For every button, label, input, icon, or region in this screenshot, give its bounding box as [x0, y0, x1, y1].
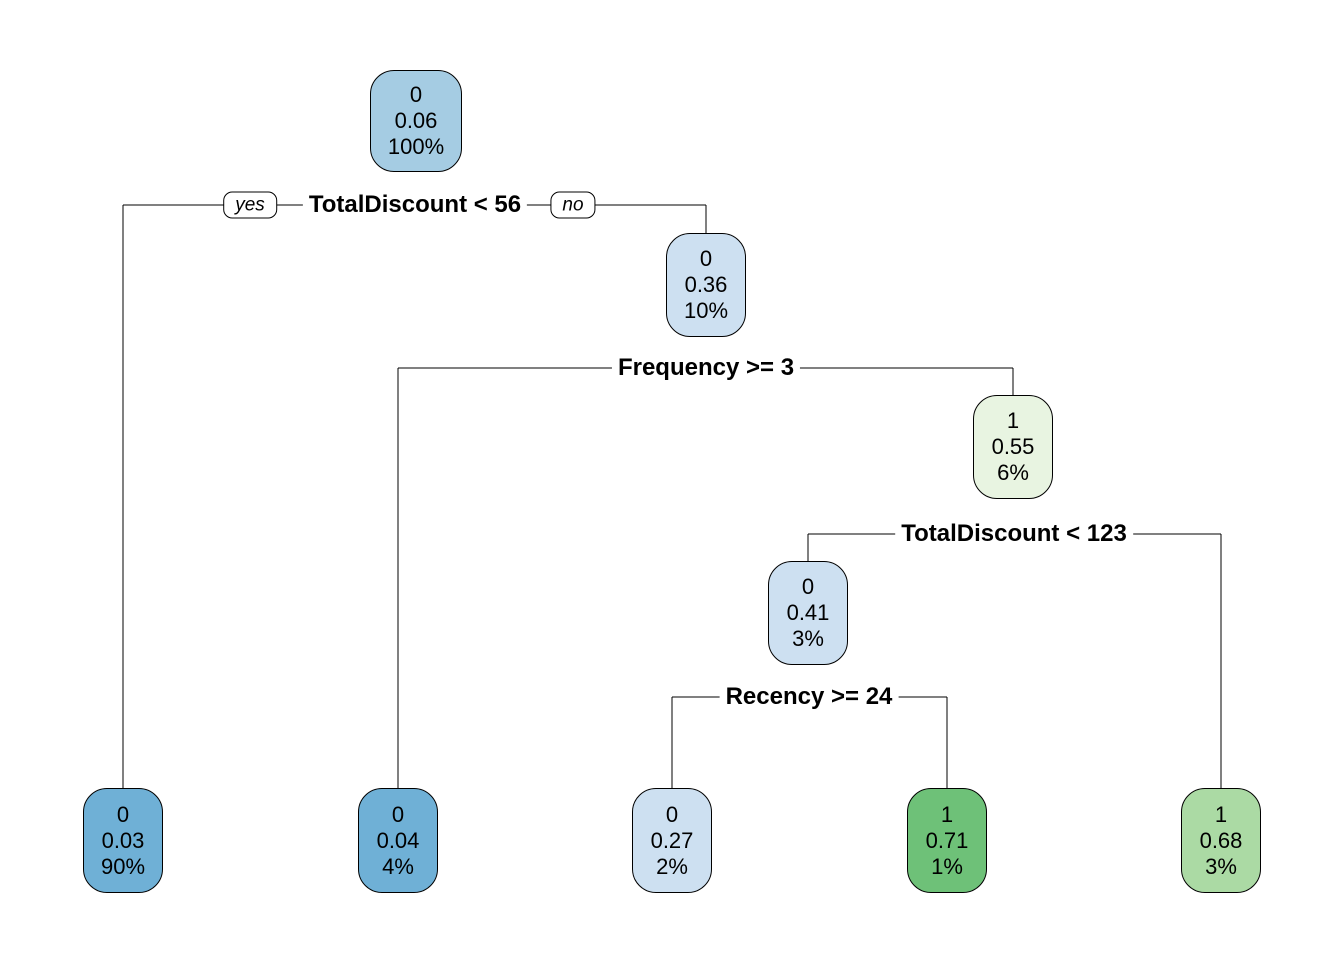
- node-percent: 100%: [387, 134, 445, 159]
- node-percent: 10%: [683, 298, 729, 323]
- node-class-label: 0: [116, 801, 130, 827]
- tree-node-discount56-no: 0 0.36 10%: [666, 233, 746, 337]
- tree-node-root: 0 0.06 100%: [370, 70, 462, 172]
- branch-label-yes: yes: [223, 191, 277, 219]
- node-probability: 0.71: [925, 827, 969, 853]
- tree-node-leaf-recency24-no: 1 0.71 1%: [907, 788, 987, 893]
- node-class-label: 1: [1006, 408, 1020, 433]
- node-probability: 0.68: [1199, 827, 1243, 853]
- split-label-total-discount-56: TotalDiscount < 56: [302, 190, 528, 220]
- split-label-total-discount-123: TotalDiscount < 123: [895, 519, 1133, 549]
- tree-node-discount123-yes: 0 0.41 3%: [768, 561, 848, 665]
- split-label-recency-24: Recency >= 24: [719, 682, 899, 712]
- node-probability: 0.55: [991, 434, 1035, 459]
- tree-node-leaf-discount56-yes: 0 0.03 90%: [83, 788, 163, 893]
- tree-node-frequency3-no: 1 0.55 6%: [973, 395, 1053, 499]
- tree-node-leaf-discount123-no: 1 0.68 3%: [1181, 788, 1261, 893]
- node-class-label: 1: [940, 801, 954, 827]
- branch-label-no: no: [550, 191, 596, 219]
- split-label-frequency-3: Frequency >= 3: [611, 353, 801, 383]
- node-percent: 2%: [656, 853, 688, 879]
- tree-node-leaf-recency24-yes: 0 0.27 2%: [632, 788, 712, 893]
- node-class-label: 1: [1214, 801, 1228, 827]
- node-probability: 0.03: [101, 827, 145, 853]
- node-probability: 0.04: [376, 827, 420, 853]
- node-percent: 3%: [1205, 853, 1237, 879]
- node-probability: 0.27: [650, 827, 694, 853]
- node-percent: 90%: [100, 853, 146, 879]
- node-class-label: 0: [409, 82, 423, 107]
- node-percent: 6%: [997, 460, 1029, 485]
- node-percent: 1%: [931, 853, 963, 879]
- node-probability: 0.06: [394, 108, 438, 133]
- node-class-label: 0: [801, 574, 815, 599]
- node-percent: 3%: [792, 626, 824, 651]
- node-probability: 0.41: [786, 600, 830, 625]
- node-class-label: 0: [699, 246, 713, 271]
- node-class-label: 0: [391, 801, 405, 827]
- node-percent: 4%: [382, 853, 414, 879]
- node-probability: 0.36: [684, 272, 728, 297]
- node-class-label: 0: [665, 801, 679, 827]
- tree-node-leaf-frequency3-yes: 0 0.04 4%: [358, 788, 438, 893]
